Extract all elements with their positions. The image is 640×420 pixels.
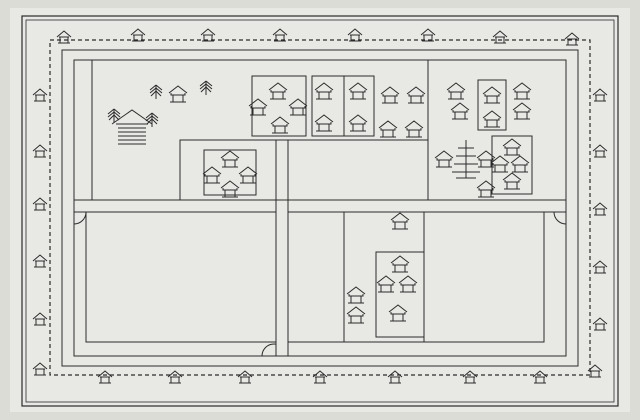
- office-compound-2: [343, 75, 375, 137]
- east-compound-1: [477, 79, 507, 131]
- west-mid-compound: [203, 149, 257, 196]
- temple-icon: [111, 109, 153, 145]
- central-block-left: [179, 139, 277, 201]
- outer-moat-line-inner: [25, 19, 615, 403]
- east-district: [427, 59, 567, 201]
- prefecture-compound: [251, 75, 307, 137]
- pagoda-icon: [452, 140, 480, 179]
- east-compound-2: [491, 135, 533, 195]
- city-wall: [49, 39, 591, 376]
- south-inner-compound: [375, 251, 425, 338]
- southwest-block: [85, 211, 277, 343]
- north-south-street: [275, 139, 289, 357]
- city-wall-inner: [61, 49, 579, 367]
- east-west-street: [73, 199, 567, 213]
- outer-moat-line: [21, 15, 619, 407]
